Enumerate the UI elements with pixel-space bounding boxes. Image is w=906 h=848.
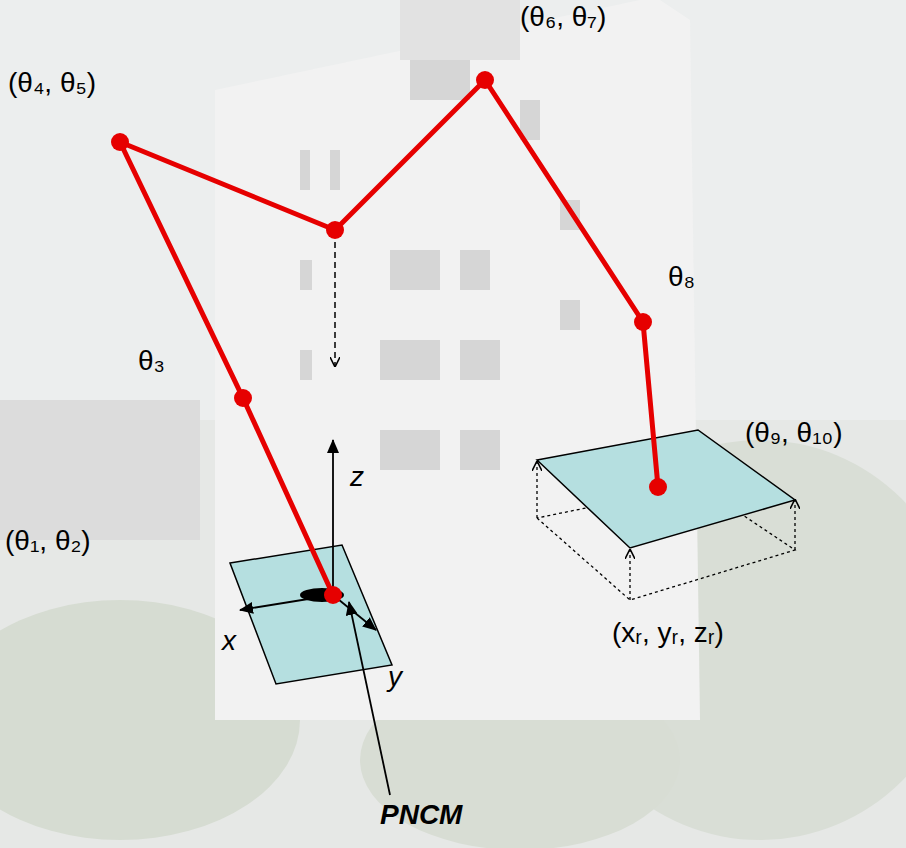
position-label: (xᵣ, yᵣ, zᵣ)	[612, 618, 724, 649]
axis-label: y	[388, 662, 402, 693]
pncm-label: PNCM	[380, 800, 462, 831]
joint-label: (θ₆, θ₇)	[520, 2, 606, 33]
axis-label: x	[222, 626, 236, 657]
joint-label: θ₃	[138, 346, 165, 377]
joint-label: (θ₉, θ₁₀)	[745, 418, 843, 449]
axis-label: z	[350, 462, 364, 493]
joint-label: (θ₁, θ₂)	[5, 526, 91, 557]
joint-label: θ₈	[668, 262, 695, 293]
joint-label: (θ₄, θ₅)	[8, 68, 96, 99]
